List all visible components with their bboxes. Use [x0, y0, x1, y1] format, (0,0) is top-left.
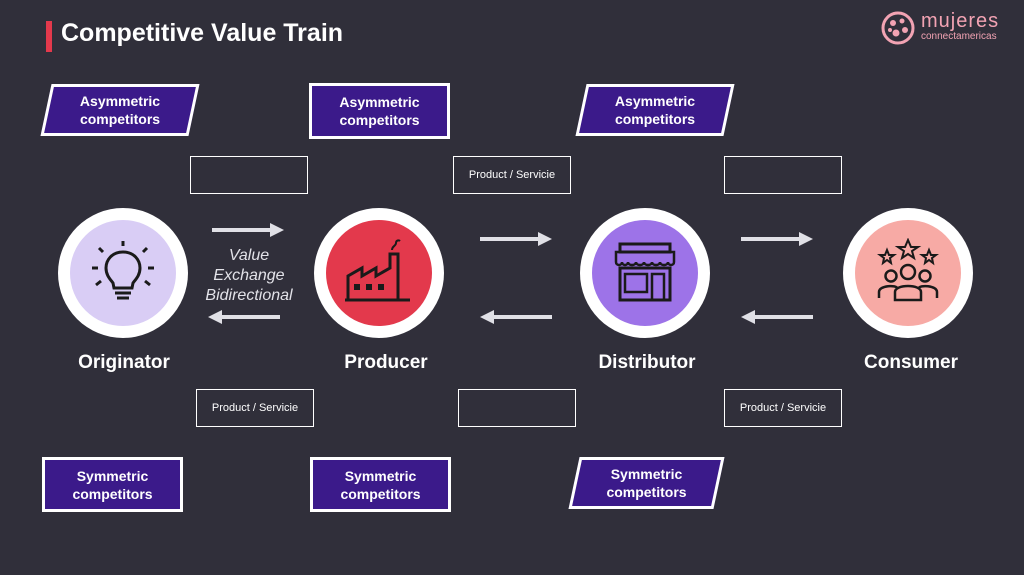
- top-box-3: [724, 156, 842, 194]
- distributor-node: [580, 208, 710, 338]
- symmetric-competitors-tag-2: Symmetric competitors: [310, 457, 451, 512]
- value-exchange-text: Value Exchange Bidirectional: [205, 247, 293, 304]
- consumer-node: [843, 208, 973, 338]
- right-arrow-icon: [480, 232, 552, 246]
- originator-label: Originator: [78, 352, 170, 373]
- storefront-icon: [614, 242, 676, 302]
- consumer-label: Consumer: [864, 352, 958, 373]
- producer-label: Producer: [344, 352, 428, 373]
- top-box-2: Product / Servicie: [453, 156, 571, 194]
- bottom-box-3: Product / Servicie: [724, 389, 842, 427]
- logo-name: mujeres: [921, 10, 1000, 32]
- asymmetric-competitors-tag-1: Asymmetric competitors: [40, 84, 200, 136]
- asymmetric-competitors-tag-2: Asymmetric competitors: [309, 83, 450, 139]
- factory-icon: [345, 239, 410, 302]
- title-accent-bar: [46, 21, 52, 52]
- left-arrow-icon: [741, 310, 813, 324]
- right-arrow-icon: [212, 223, 284, 237]
- logo-subtitle: connectamericas: [921, 31, 997, 42]
- distributor-label: Distributor: [598, 352, 696, 373]
- page-title: Competitive Value Train: [61, 19, 344, 47]
- left-arrow-icon: [208, 310, 280, 324]
- mujeres-logo-icon: [881, 11, 915, 45]
- asymmetric-competitors-tag-3: Asymmetric competitors: [575, 84, 735, 136]
- right-arrow-icon: [741, 232, 813, 246]
- symmetric-competitors-tag-1: Symmetric competitors: [42, 457, 183, 512]
- symmetric-competitors-tag-3: Symmetric competitors: [568, 457, 725, 509]
- left-arrow-icon: [480, 310, 552, 324]
- top-box-1: [190, 156, 308, 194]
- producer-node: [314, 208, 444, 338]
- bottom-box-2: [458, 389, 576, 427]
- originator-node: [58, 208, 188, 338]
- people-stars-icon: [877, 238, 939, 302]
- bottom-box-1: Product / Servicie: [196, 389, 314, 427]
- lightbulb-icon: [92, 241, 154, 300]
